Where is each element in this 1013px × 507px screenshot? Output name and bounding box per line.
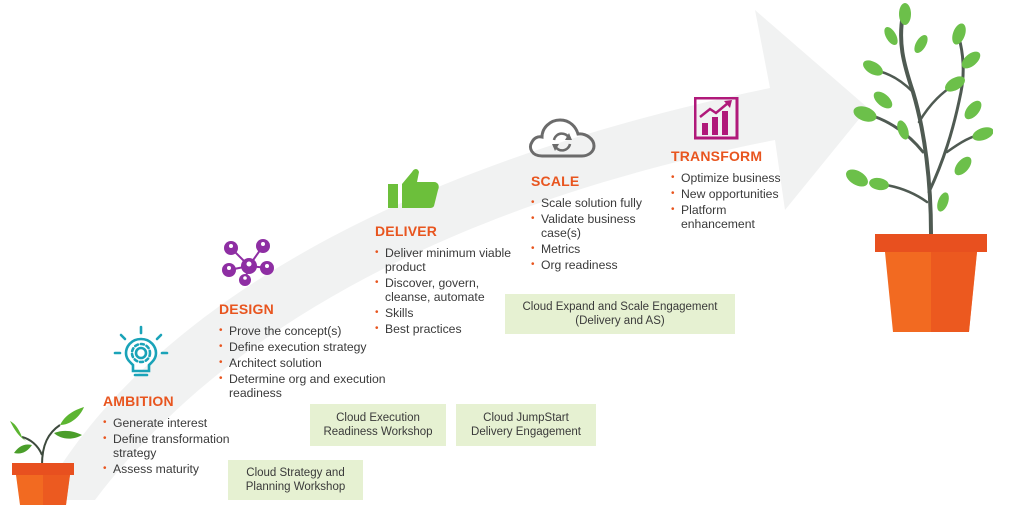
stage-items-design: Prove the concept(s) Define execution st… — [219, 324, 389, 402]
list-item: Skills — [375, 306, 525, 320]
note-strategy-workshop: Cloud Strategy and Planning Workshop — [228, 460, 363, 500]
list-item: Define execution strategy — [219, 340, 389, 354]
list-item: Optimize business — [671, 171, 801, 185]
stage-title-scale: SCALE — [531, 173, 580, 189]
list-item: Architect solution — [219, 356, 389, 370]
stage-items-ambition: Generate interest Define transformation … — [103, 416, 253, 478]
stage-items-scale: Scale solution fully Validate business c… — [531, 196, 659, 274]
growth-chart-icon — [694, 97, 739, 140]
stage-title-transform: TRANSFORM — [671, 148, 763, 164]
stage-items-deliver: Deliver minimum viable product Discover,… — [375, 246, 525, 338]
list-item: Best practices — [375, 322, 525, 336]
note-jumpstart-engagement: Cloud JumpStart Delivery Engagement — [456, 404, 596, 446]
list-item: Generate interest — [103, 416, 253, 430]
stage-title-design: DESIGN — [219, 301, 274, 317]
list-item: Define transformation strategy — [103, 432, 253, 460]
stage-title-ambition: AMBITION — [103, 393, 174, 409]
note-readiness-workshop: Cloud Execution Readiness Workshop — [310, 404, 446, 446]
stage-items-transform: Optimize business New opportunities Plat… — [671, 171, 801, 233]
list-item: Assess maturity — [103, 462, 253, 476]
list-item: Validate business case(s) — [531, 212, 659, 240]
large-plant-icon — [846, 3, 993, 332]
list-item: Scale solution fully — [531, 196, 659, 210]
list-item: Prove the concept(s) — [219, 324, 389, 338]
small-plant-icon — [10, 407, 84, 505]
list-item: Deliver minimum viable product — [375, 246, 525, 274]
list-item: New opportunities — [671, 187, 801, 201]
stage-title-deliver: DELIVER — [375, 223, 438, 239]
network-people-icon — [222, 239, 274, 286]
list-item: Platform enhancement — [671, 203, 801, 231]
list-item: Discover, govern, cleanse, automate — [375, 276, 525, 304]
thumbs-up-icon — [388, 169, 439, 208]
cloud-sync-icon — [528, 118, 596, 158]
lightbulb-gear-icon — [113, 325, 169, 377]
list-item: Determine org and execution readiness — [219, 372, 389, 400]
list-item: Org readiness — [531, 258, 659, 272]
list-item: Metrics — [531, 242, 659, 256]
note-expand-engagement: Cloud Expand and Scale Engagement (Deliv… — [505, 294, 735, 334]
